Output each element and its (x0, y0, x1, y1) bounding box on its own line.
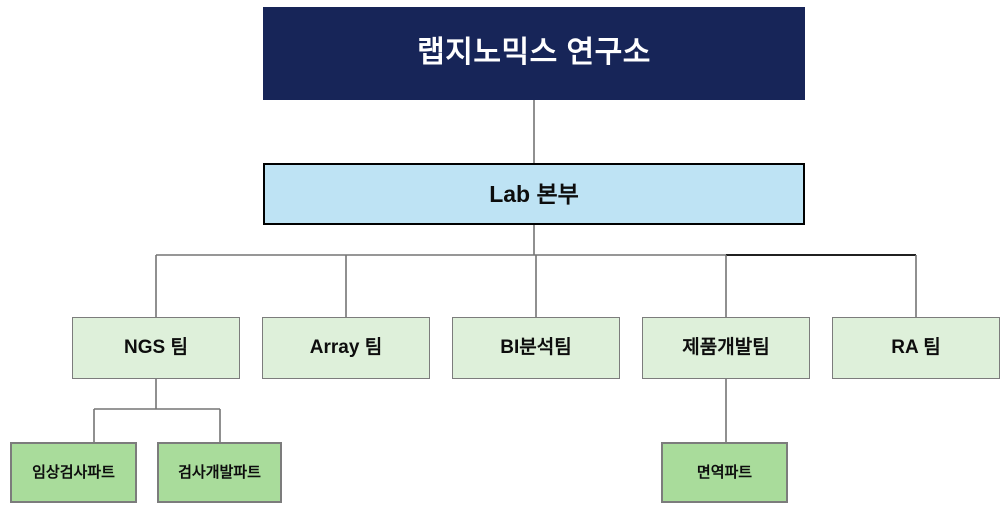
org-node-part-clinical-testing: 임상검사파트 (10, 442, 137, 503)
team-label: Array 팀 (309, 337, 383, 359)
org-node-team-ra: RA 팀 (832, 317, 1000, 379)
org-node-team-array: Array 팀 (262, 317, 430, 379)
org-node-team-product-dev: 제품개발팀 (642, 317, 810, 379)
lab-division-label: Lab 본부 (489, 180, 579, 207)
part-label: 면역파트 (696, 463, 753, 481)
org-node-team-ngs: NGS 팀 (72, 317, 240, 379)
team-label: BI분석팀 (500, 337, 572, 359)
org-node-part-test-development: 검사개발파트 (157, 442, 282, 503)
institute-label: 랩지노믹스 연구소 (417, 36, 651, 70)
org-node-institute: 랩지노믹스 연구소 (263, 7, 805, 100)
part-label: 임상검사파트 (32, 463, 115, 481)
team-label: RA 팀 (891, 337, 941, 359)
part-label: 검사개발파트 (178, 463, 261, 481)
team-label: NGS 팀 (124, 337, 188, 359)
org-node-team-bi-analysis: BI분석팀 (452, 317, 620, 379)
org-node-lab-division: Lab 본부 (263, 163, 805, 225)
team-label: 제품개발팀 (682, 337, 770, 359)
org-node-part-immunology: 면역파트 (661, 442, 788, 503)
